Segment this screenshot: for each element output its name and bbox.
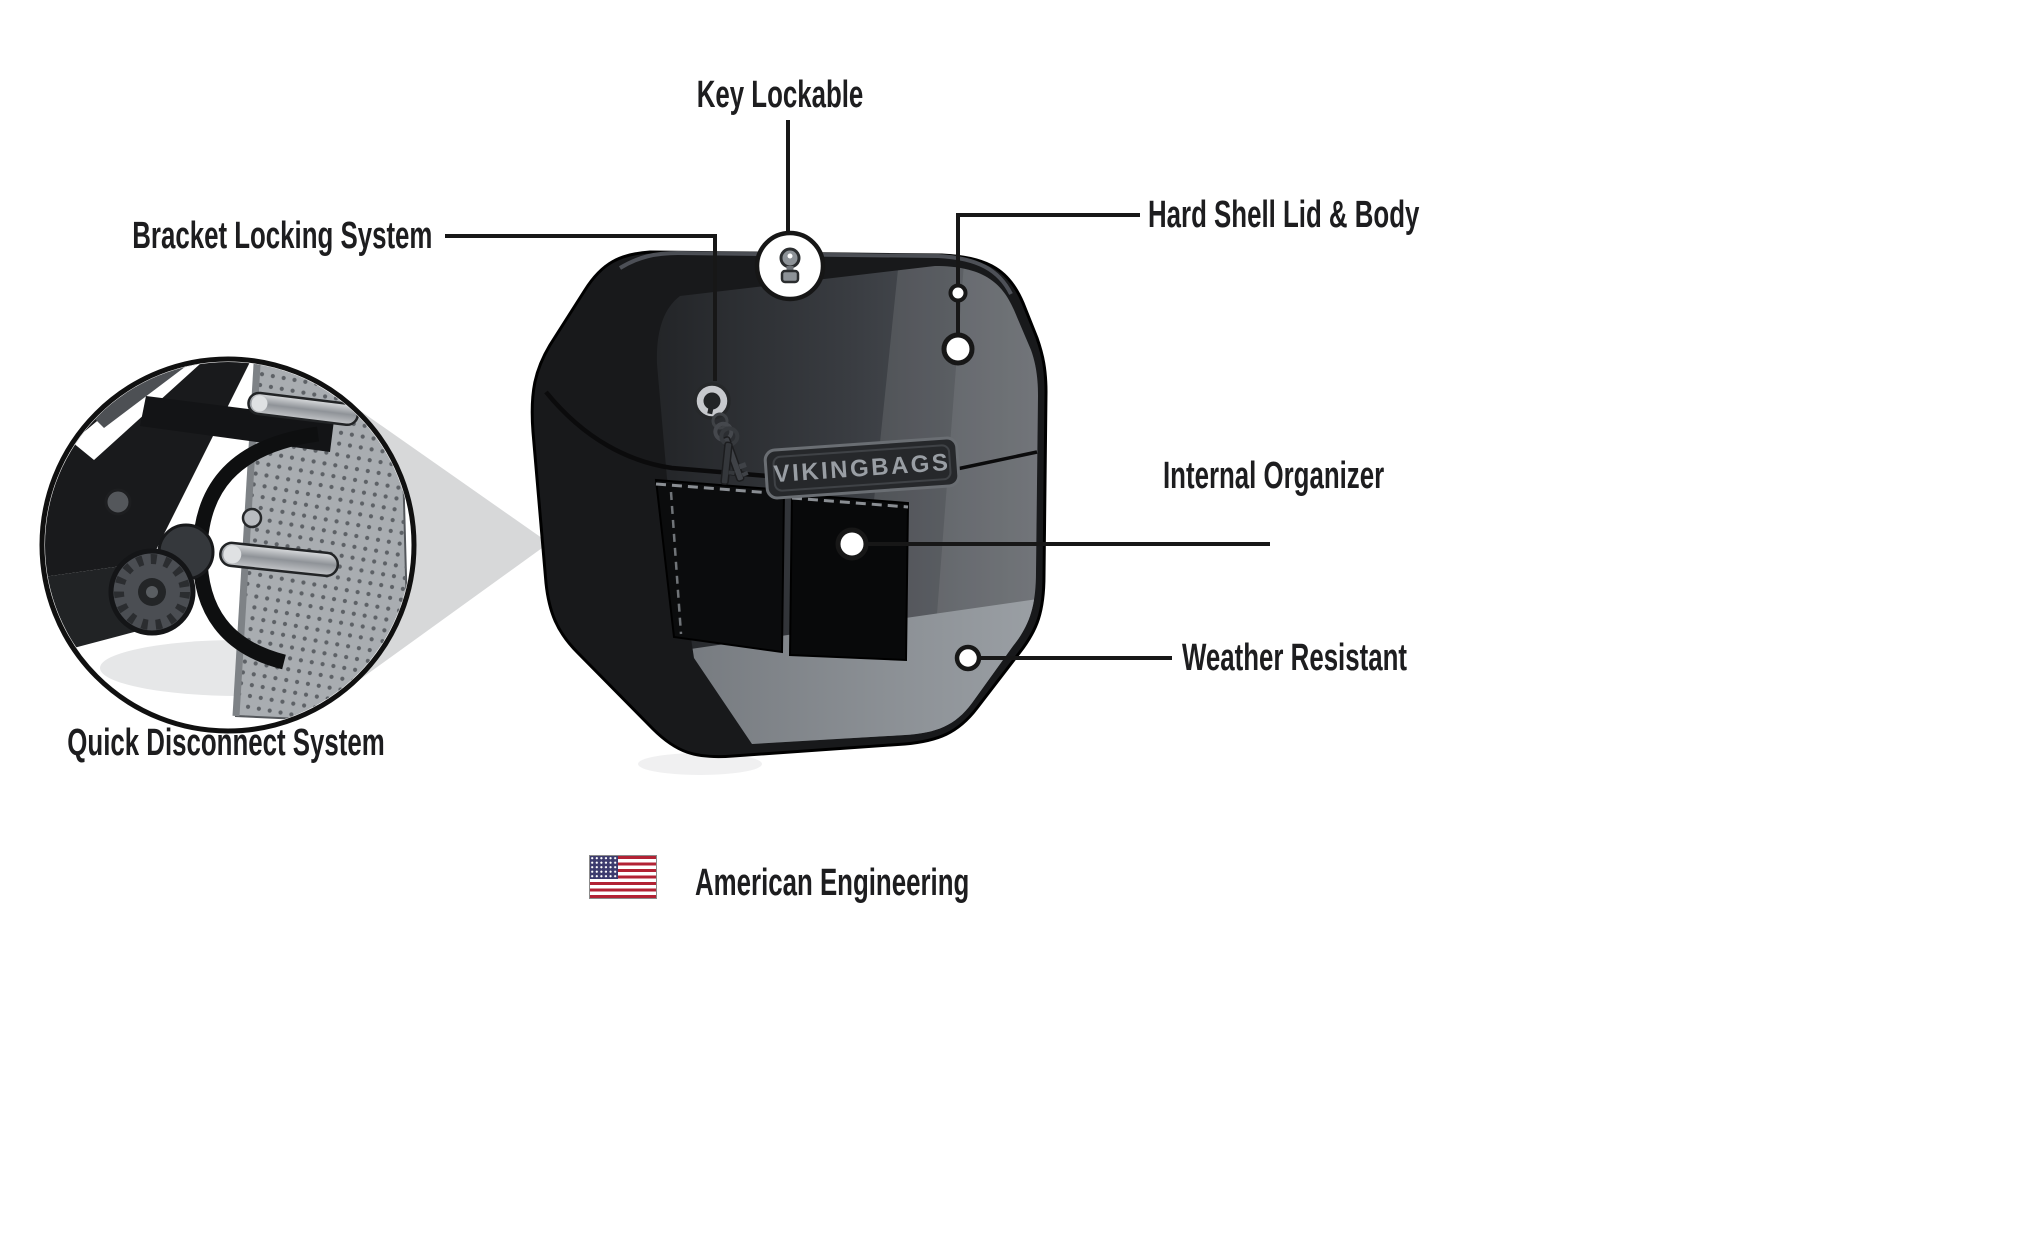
inset-circle-outline xyxy=(39,356,417,734)
callout-marker-internal-organizer xyxy=(835,527,869,561)
footer-label-american-engineering: American Engineering xyxy=(695,862,970,904)
key-icon xyxy=(754,230,826,302)
bag-shadow xyxy=(638,753,762,775)
callout-marker-hard-shell-small xyxy=(948,283,968,303)
knurled-knob xyxy=(108,548,196,636)
bag-corner-closeup xyxy=(45,362,254,578)
callout-label-bracket-locking-system: Bracket Locking System xyxy=(131,215,432,257)
callout-line-bracket-locking xyxy=(445,234,717,381)
brand-badge: VIKINGBAGS xyxy=(763,436,961,500)
callout-label-quick-disconnect-system: Quick Disconnect System xyxy=(67,722,385,764)
us-flag-icon xyxy=(590,856,656,898)
us-flag-canton xyxy=(590,856,618,879)
callout-label-key-lockable: Key Lockable xyxy=(696,74,864,116)
callout-markers xyxy=(835,283,982,672)
callout-marker-hard-shell xyxy=(941,332,975,366)
internal-organizer-pockets xyxy=(654,478,910,662)
lid-seam-right xyxy=(951,450,1038,472)
saddlebag-illustration: VIKINGBAGS xyxy=(530,250,1048,775)
callout-label-weather-resistant: Weather Resistant xyxy=(1182,637,1407,679)
mounting-rod-lower xyxy=(219,541,340,578)
lid-seam xyxy=(544,390,769,479)
lid-top-highlight xyxy=(618,250,1013,295)
callout-label-internal-organizer: Internal Organizer xyxy=(1163,455,1385,497)
quick-disconnect-inset xyxy=(39,356,417,734)
callout-marker-weather-resistant xyxy=(954,644,982,672)
zoom-wedge xyxy=(362,412,549,678)
callout-label-hard-shell-lid-body: Hard Shell Lid & Body xyxy=(1148,194,1420,236)
hanging-keys xyxy=(711,412,749,485)
bracket-lock-keyhole xyxy=(693,382,731,420)
